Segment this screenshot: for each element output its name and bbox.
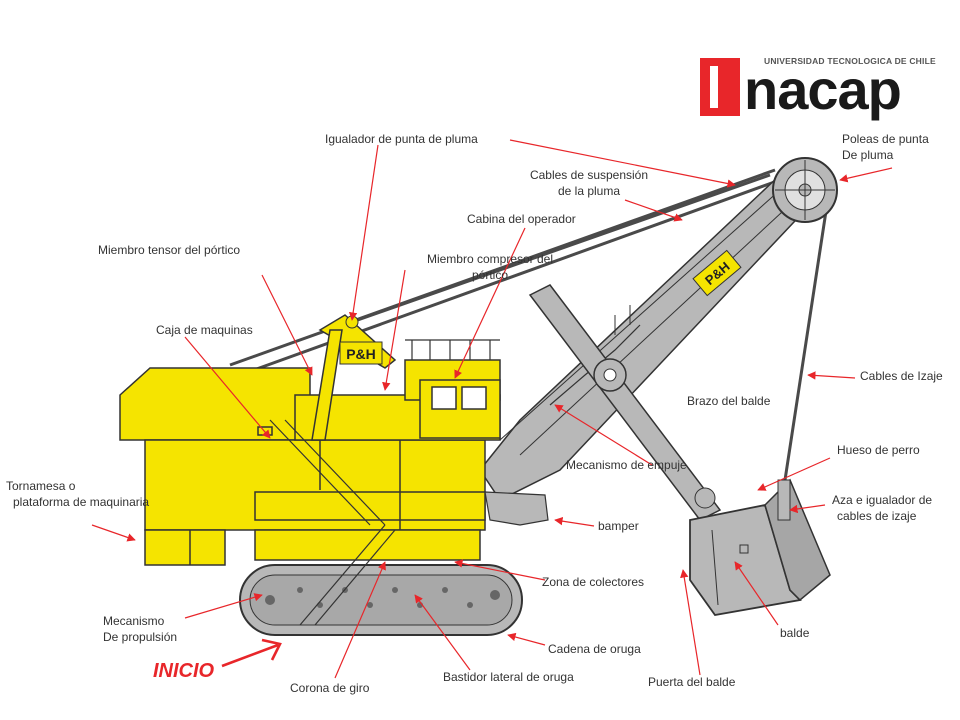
label-cadena-oruga: Cadena de oruga (548, 642, 641, 656)
label-mecanismo-propulsion-2: De propulsión (103, 630, 178, 644)
label-corona-giro: Corona de giro (290, 681, 370, 695)
inacap-logo (700, 58, 740, 116)
label-bastidor: Bastidor lateral de oruga (443, 670, 574, 684)
label-tornamesa-1: Tornamesa o (6, 479, 76, 493)
a-frame: P&H (311, 314, 397, 441)
access-stairs (269, 419, 396, 626)
leader-arrows (91, 139, 893, 679)
logo-red-square (700, 58, 740, 116)
deck-railings (405, 339, 500, 360)
logo-wordmark: nacap (744, 58, 902, 121)
label-cabina: Cabina del operador (467, 212, 576, 226)
label-aza-2: cables de izaje (837, 509, 917, 523)
label-mecanismo-empuje: Mecanismo de empuje (566, 458, 687, 472)
label-zona-colectores: Zona de colectores (542, 575, 645, 589)
label-hueso-perro: Hueso de perro (837, 443, 920, 457)
label-miembro-compresor-2: pórtico (471, 268, 509, 282)
label-cables-izaje: Cables de Izaje (860, 369, 943, 383)
boom: P&H (479, 173, 812, 501)
label-balde: balde (780, 626, 810, 640)
label-miembro-tensor: Miembro tensor del pórtico (98, 243, 241, 257)
label-poleas-punta-1: Poleas de punta (842, 132, 929, 146)
label-poleas-punta-2: De pluma (842, 148, 894, 162)
hoist-cable (783, 184, 832, 481)
label-bamper: bamper (598, 519, 639, 533)
bumper (484, 491, 549, 526)
label-igualador-punta: Igualador de punta de pluma (325, 132, 478, 146)
label-caja-maquinas: Caja de maquinas (156, 323, 253, 337)
boom-point-sheave (772, 157, 838, 223)
crawler-track (239, 564, 523, 636)
operator-cab (419, 379, 501, 439)
label-puerta-balde: Puerta del balde (648, 675, 736, 689)
a-frame-badge-text: P&H (346, 346, 376, 362)
dipper-handle (528, 284, 722, 521)
label-aza-1: Aza e igualador de (832, 493, 933, 507)
inicio-arrow[interactable] (221, 638, 282, 668)
label-miembro-compresor-1: Miembro compresor del (426, 252, 554, 266)
logo-university-text: UNIVERSIDAD TECNOLOGICA DE CHILE (764, 56, 936, 66)
boom-badge (692, 249, 742, 297)
dipper-bucket (689, 478, 831, 616)
a-frame-badge (339, 341, 383, 365)
label-brazo-balde: Brazo del balde (687, 394, 771, 408)
inicio-link[interactable]: INICIO (153, 660, 215, 682)
label-cables-suspension-2: de la pluma (557, 184, 621, 198)
label-cables-suspension-1: Cables de suspensión (529, 168, 649, 182)
label-mecanismo-propulsion-1: Mecanismo (103, 614, 165, 628)
label-tornamesa-2: plataforma de maquinaria (13, 495, 150, 509)
